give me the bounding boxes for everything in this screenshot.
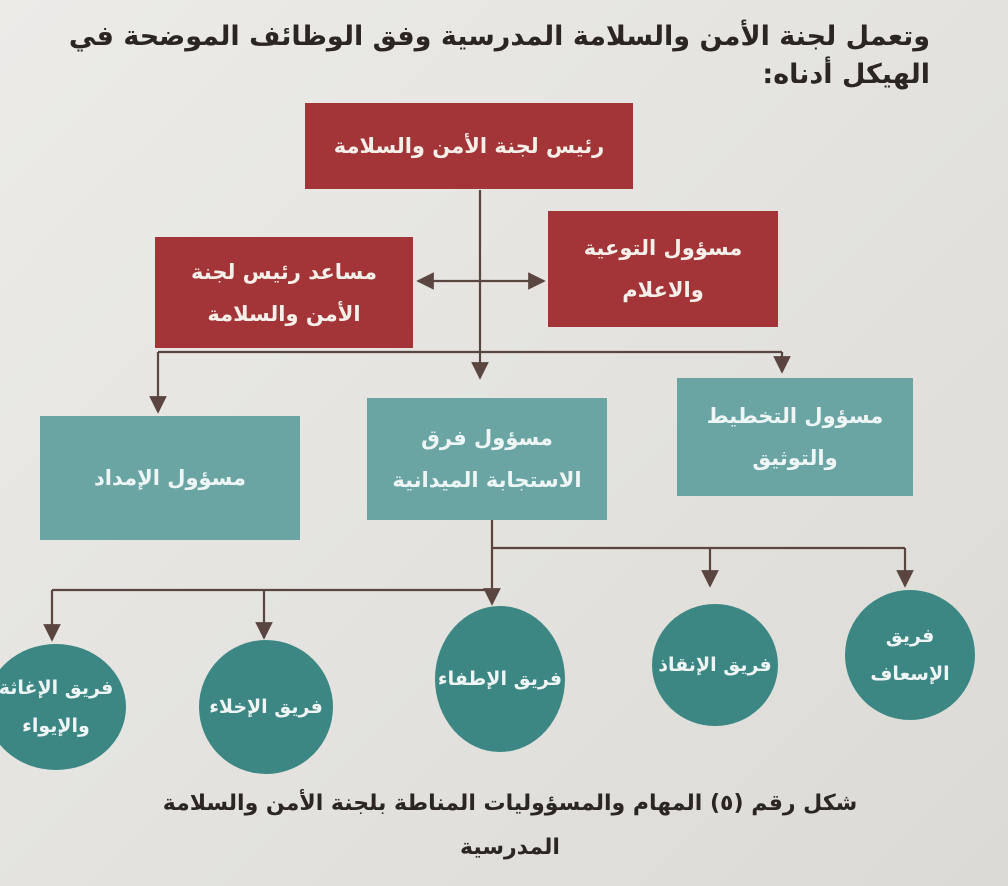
team-rescue: فريق الإنقاذ [652, 604, 778, 726]
team-firefighting: فريق الإطفاء [435, 606, 565, 752]
team-evacuation: فريق الإخلاء [199, 640, 333, 774]
node-awareness-officer: مسؤول التوعية والاعلام [548, 211, 778, 327]
team-first-aid: فريق الإسعاف [845, 590, 975, 720]
figure-caption: شكل رقم (٥) المهام والمسؤوليات المناطة ب… [162, 791, 858, 860]
node-planning-officer: مسؤول التخطيط والتوثيق [677, 378, 913, 496]
node-field-response-officer: مسؤول فرق الاستجابة الميدانية [367, 398, 607, 520]
node-assistant-head: مساعد رئيس لجنة الأمن والسلامة [155, 237, 413, 348]
team-relief-shelter: فريق الإغاثة والإيواء [0, 644, 126, 770]
node-committee-head: رئيس لجنة الأمن والسلامة [305, 103, 633, 189]
node-supply-officer: مسؤول الإمداد [40, 416, 300, 540]
intro-paragraph: وتعمل لجنة الأمن والسلامة المدرسية وفق ا… [68, 21, 930, 90]
